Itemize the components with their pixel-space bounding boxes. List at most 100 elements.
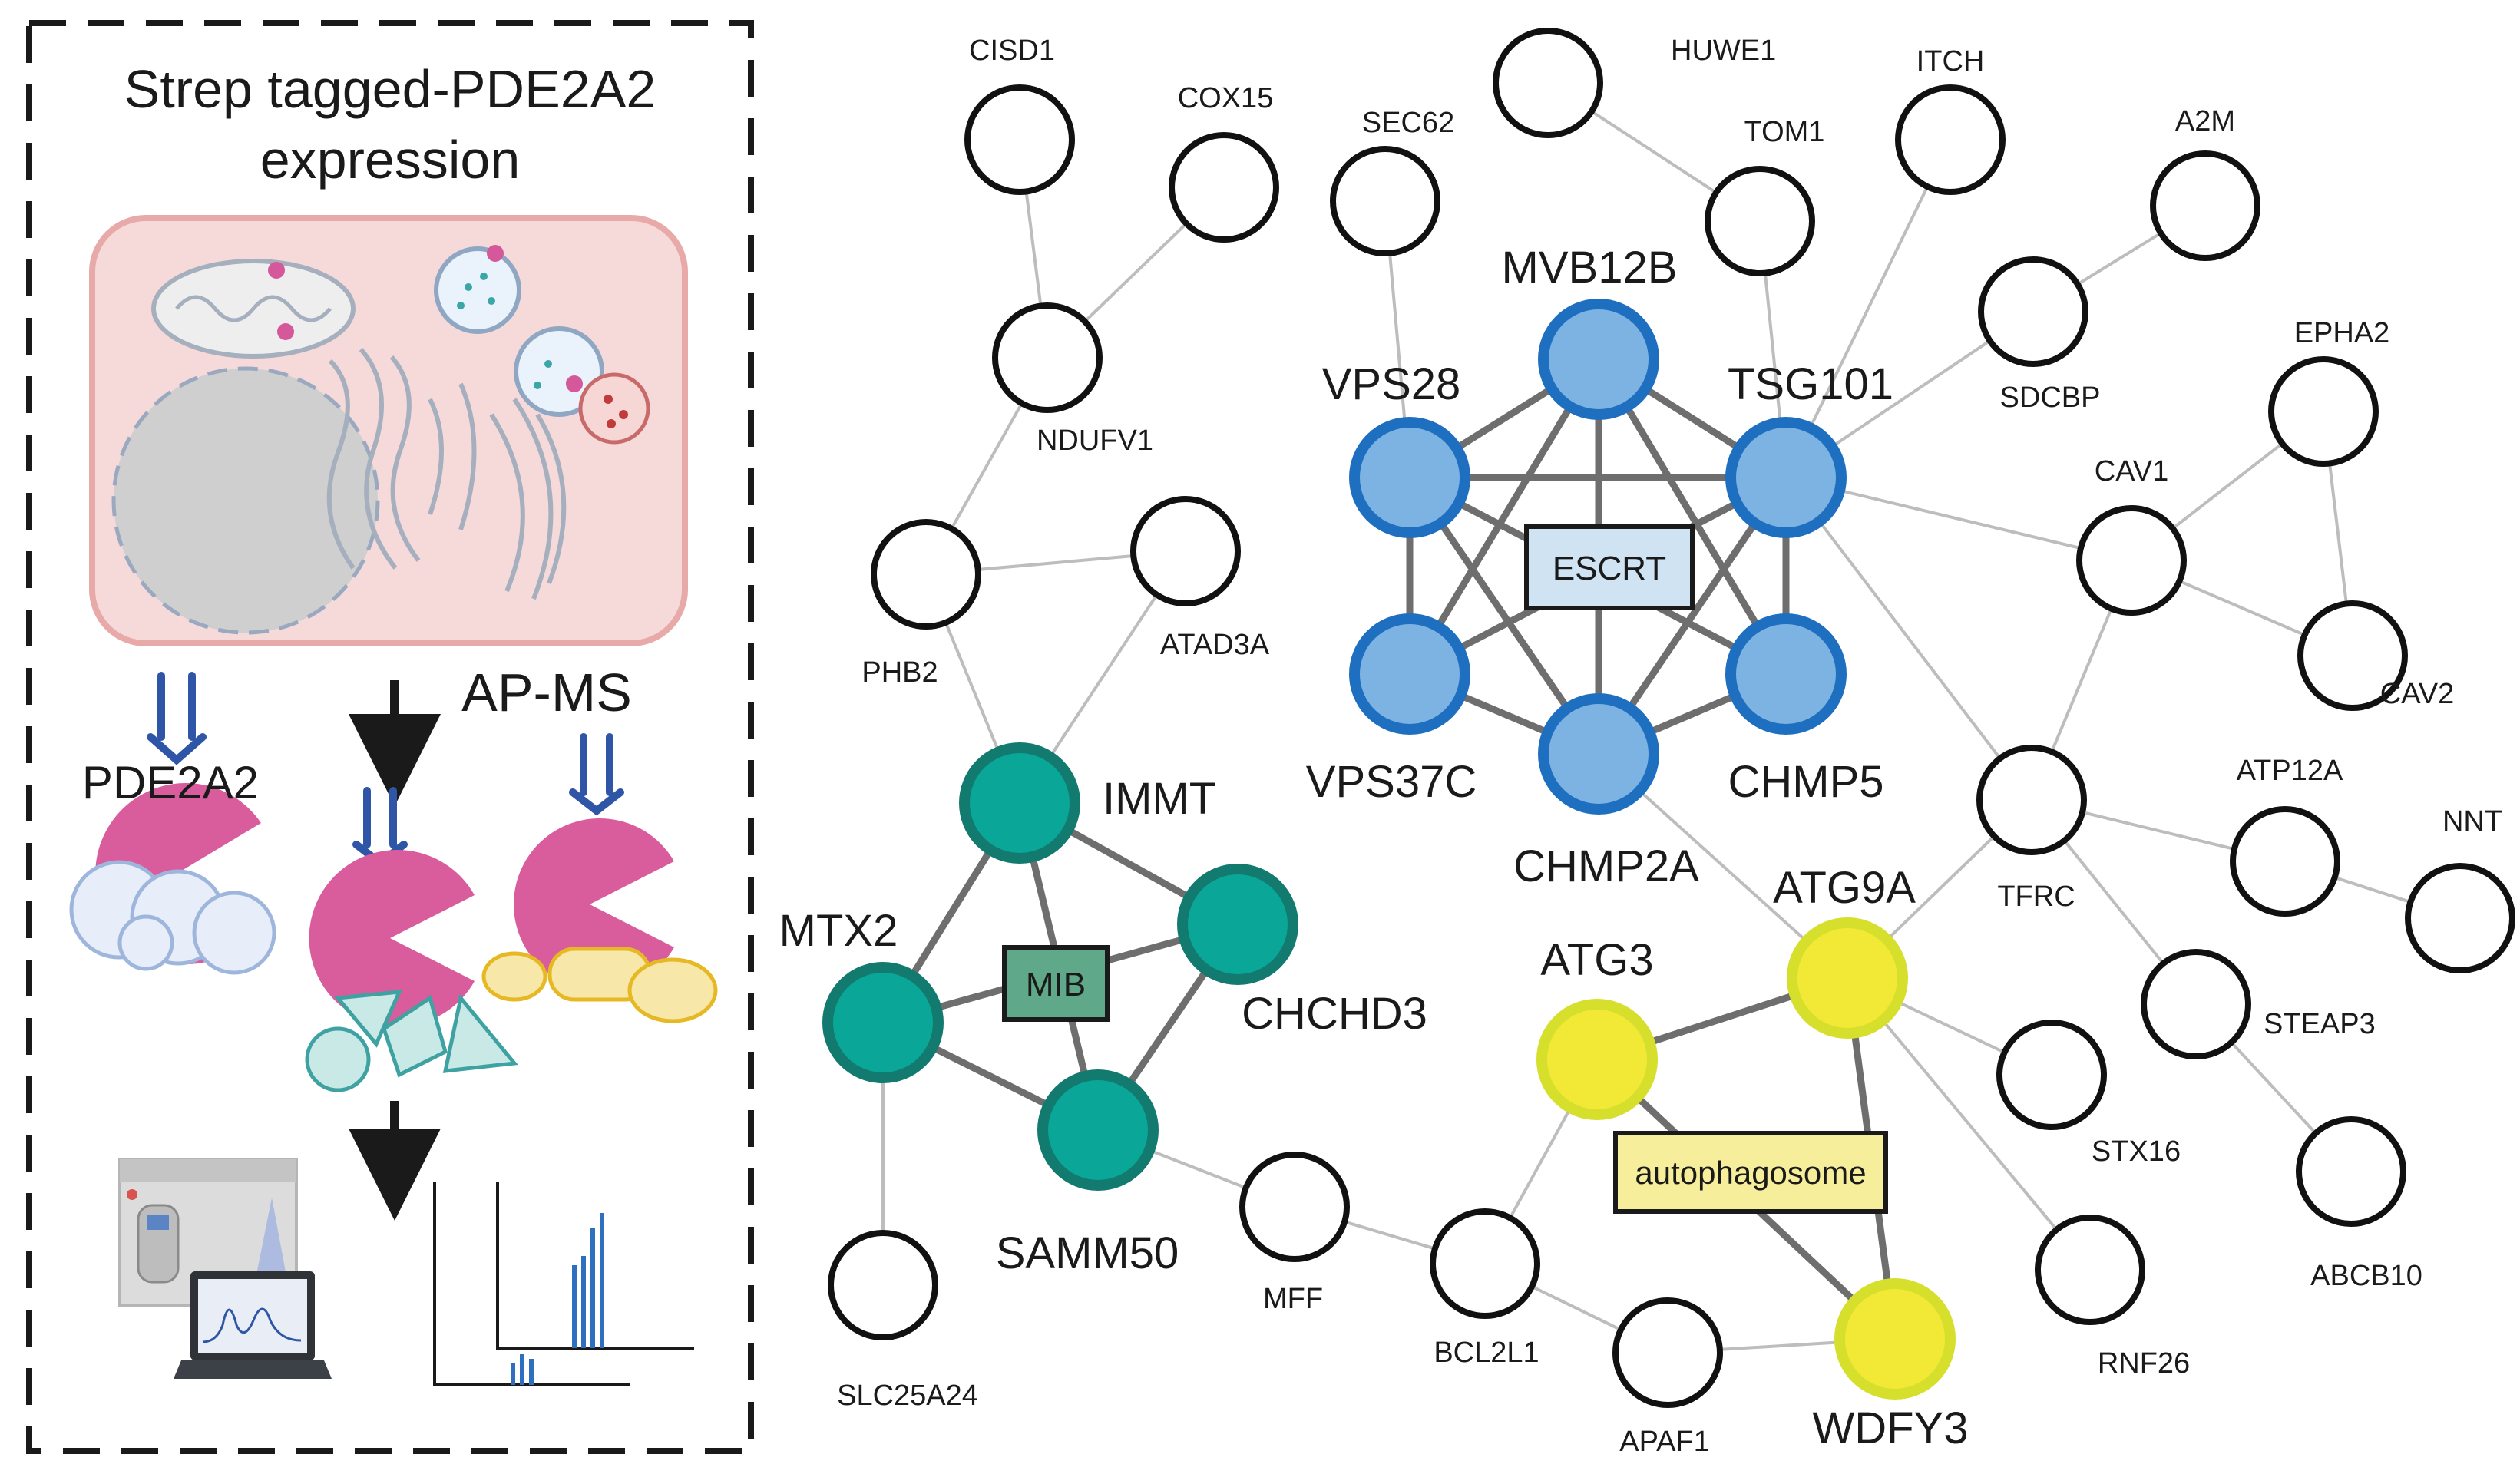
- node-vps28: [1349, 417, 1470, 538]
- node-label-rnf26: RNF26: [2098, 1347, 2190, 1380]
- node-vps37c: [1349, 613, 1470, 735]
- cluster-box-mib: MIB: [1002, 945, 1110, 1022]
- node-label-tom1: TOM1: [1744, 116, 1825, 148]
- cell-illustration: [89, 215, 688, 646]
- edge-ATG9A-RNF26: [1846, 977, 2092, 1271]
- node-apaf1: [1612, 1297, 1723, 1408]
- node-immt: [959, 742, 1080, 864]
- node-label-atp12a: ATP12A: [2237, 755, 2343, 787]
- bait-protein-complex: PDE2A2: [69, 672, 276, 975]
- node-huwe1: [1493, 28, 1603, 138]
- node-cox15: [1169, 132, 1279, 243]
- node-label-phb2: PHB2: [861, 656, 938, 689]
- mitochondrion: [151, 259, 356, 359]
- node-label-sec62: SEC62: [1362, 107, 1454, 139]
- multivesicular-body: [434, 245, 521, 334]
- edge-MVB12B-VPS37C: [1407, 357, 1602, 676]
- node-sec62: [1330, 146, 1440, 256]
- cluster-label-escrt: ESCRT: [1553, 550, 1666, 587]
- node-atp12a: [2230, 806, 2340, 917]
- edge-ITCH-TSG101: [1784, 139, 1952, 478]
- node-label-cav2: CAV2: [2380, 678, 2454, 710]
- node-label-atad3a: ATAD3A: [1160, 629, 1270, 661]
- cluster-box-escrt: ESCRT: [1524, 524, 1695, 610]
- node-label-vps37c: VPS37C: [1306, 757, 1477, 807]
- node-rnf26: [2035, 1215, 2145, 1325]
- laptop-icon: [174, 1271, 332, 1379]
- node-tom1: [1705, 166, 1815, 276]
- node-label-atg9a: ATG9A: [1773, 863, 1916, 913]
- nodes-layer: [822, 28, 2515, 1408]
- workflow-panel: Strep tagged-PDE2A2 expression: [26, 20, 754, 1454]
- node-cav2: [2297, 600, 2408, 711]
- cluster-boxes: ESCRT MIB autophagosome: [1002, 524, 1888, 1214]
- node-chmp2a: [1538, 693, 1659, 815]
- node-label-ndufv1: NDUFV1: [1037, 425, 1153, 457]
- node-steap3: [2141, 949, 2251, 1059]
- method-label: AP-MS: [461, 663, 632, 722]
- node-label-itch: ITCH: [1916, 45, 1985, 78]
- node-label-cox15: COX15: [1178, 82, 1274, 114]
- node-label-mff: MFF: [1263, 1283, 1323, 1315]
- node-itch: [1895, 84, 2006, 195]
- node-label-steap3: STEAP3: [2264, 1008, 2376, 1040]
- node-atad3a: [1130, 496, 1241, 606]
- node-phb2: [871, 519, 981, 630]
- node-chchd3: [1177, 864, 1298, 985]
- node-sdcbp: [1978, 256, 2088, 367]
- node-slc25a24: [828, 1230, 938, 1340]
- node-nnt: [2405, 863, 2515, 973]
- edge-TSG101-TFRC: [1784, 476, 2033, 801]
- node-label-sdcbp: SDCBP: [2000, 382, 2101, 414]
- node-chmp5: [1725, 613, 1847, 735]
- node-label-samm50: SAMM50: [996, 1228, 1179, 1278]
- exosome-release: [514, 326, 650, 445]
- node-mtx2: [822, 962, 944, 1083]
- node-label-tfrc: TFRC: [1997, 881, 2075, 913]
- node-label-a2m: A2M: [2175, 105, 2235, 137]
- node-label-vps28: VPS28: [1322, 359, 1461, 409]
- node-label-chmp5: CHMP5: [1728, 757, 1883, 807]
- workflow-title-line2: expression: [260, 130, 521, 190]
- node-label-nnt: NNT: [2442, 805, 2502, 838]
- node-ndufv1: [992, 302, 1103, 413]
- node-bcl2l1: [1430, 1208, 1540, 1319]
- node-epha2: [2268, 356, 2379, 467]
- node-a2m: [2150, 150, 2260, 261]
- node-stx16: [1996, 1020, 2107, 1130]
- nucleus: [111, 366, 380, 635]
- node-label-cisd1: CISD1: [969, 35, 1055, 67]
- node-label-slc25a24: SLC25A24: [837, 1380, 978, 1412]
- edge-MVB12B-CHMP5: [1596, 357, 1789, 676]
- node-label-immt: IMMT: [1103, 774, 1216, 824]
- node-label-chmp2a: CHMP2A: [1513, 841, 1699, 891]
- node-tfrc: [1976, 745, 2087, 855]
- node-tsg101: [1725, 417, 1847, 538]
- node-label-tsg101: TSG101: [1728, 359, 1893, 409]
- node-label-abcb10: ABCB10: [2310, 1260, 2422, 1292]
- node-label-mtx2: MTX2: [779, 906, 898, 956]
- node-atg3: [1536, 999, 1658, 1120]
- pulldown-complex-yellow: [481, 733, 718, 1023]
- cluster-label-mib: MIB: [1026, 966, 1086, 1003]
- node-label-epha2: EPHA2: [2294, 317, 2390, 349]
- node-samm50: [1037, 1069, 1159, 1191]
- endoplasmic-reticulum: [326, 347, 477, 570]
- cluster-box-autophagosome: autophagosome: [1613, 1131, 1888, 1214]
- workflow-title-line1: Strep tagged-PDE2A2: [124, 59, 656, 119]
- node-label-huwe1: HUWE1: [1671, 35, 1776, 67]
- node-wdfy3: [1834, 1278, 1956, 1400]
- pulldown-complex-teal: [305, 787, 518, 1092]
- node-label-stx16: STX16: [2092, 1135, 2181, 1168]
- antibody-icon: [147, 672, 207, 765]
- node-cisd1: [964, 84, 1075, 195]
- node-label-bcl2l1: BCL2L1: [1434, 1337, 1539, 1369]
- node-label-cav1: CAV1: [2095, 455, 2168, 487]
- node-atg9a: [1787, 917, 1908, 1039]
- cluster-label-autophagosome: autophagosome: [1635, 1155, 1866, 1191]
- panel-dashed-border: [26, 20, 754, 1454]
- bait-label: PDE2A2: [82, 757, 259, 808]
